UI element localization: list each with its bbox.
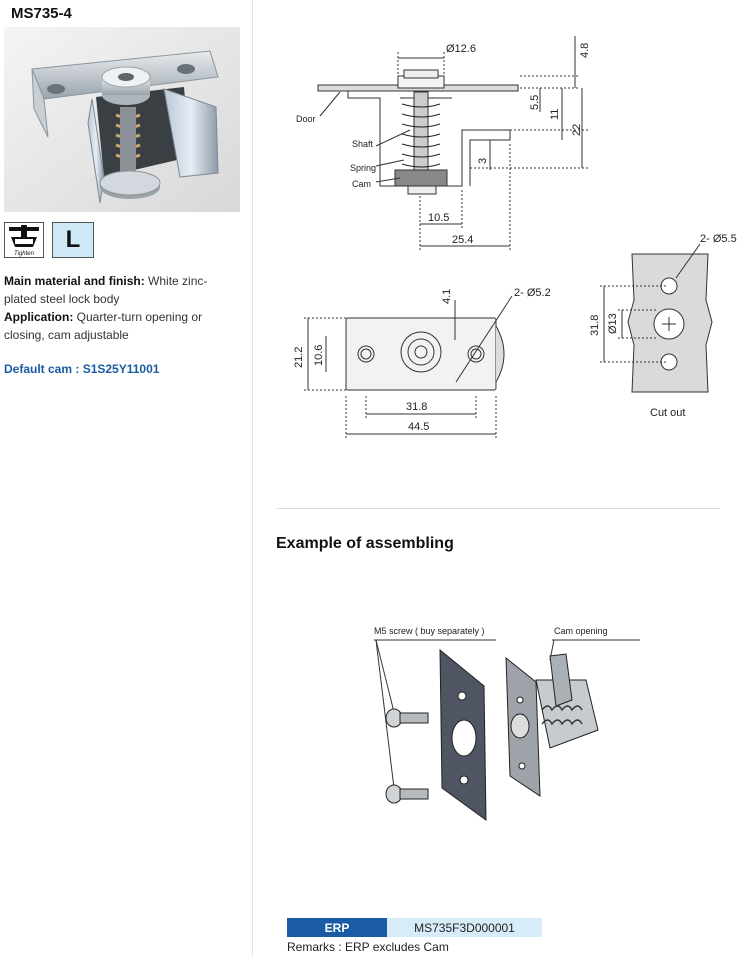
assembly-title: Example of assembling [276, 535, 454, 552]
dim-10-5: 10.5 [428, 212, 449, 224]
erp-label: ERP [287, 918, 387, 937]
dim-25-4: 25.4 [452, 234, 473, 246]
product-panel: MS735-4 [0, 0, 252, 957]
material-value: White zinc-plated steel lock body [4, 274, 208, 306]
dim-11: 11 [549, 109, 561, 120]
material-label: Main material and finish: [4, 274, 145, 288]
cutout-holes: 2- Ø5.5 [700, 233, 737, 245]
front-holes: 2- Ø5.2 [514, 287, 551, 299]
column-divider [252, 0, 253, 957]
label-spring: Spring [350, 163, 376, 173]
cutout-dim-13: Ø13 [607, 313, 619, 334]
erp-code[interactable]: MS735F3D000001 [387, 918, 542, 937]
dim-4-1: 4.1 [441, 289, 453, 304]
cutout-dim-31-8: 31.8 [589, 315, 601, 336]
model-title: MS735-4 [11, 5, 72, 22]
erp-remarks: Remarks : ERP excludes Cam [287, 940, 449, 954]
dimension-drawing: Ø12.6 4.8 5.5 11 22 3 10.5 25.4 Door Sha… [293, 36, 737, 440]
assembly-svg: M5 screw ( buy separately ) Cam opening [374, 626, 640, 821]
tighten-icon: Tighten [4, 222, 44, 258]
cam-block [394, 169, 448, 187]
erp-table: ERP MS735F3D000001 [287, 918, 542, 937]
dim-3: 3 [477, 158, 489, 164]
label-door: Door [296, 114, 316, 124]
dim-44-5: 44.5 [408, 421, 429, 433]
dim-21-2: 21.2 [293, 347, 305, 368]
m5-screw-bottom [385, 784, 429, 804]
label-cam: Cam [352, 179, 371, 189]
cutout-caption: Cut out [650, 407, 685, 419]
material-line: Main material and finish: White zinc-pla… [4, 272, 234, 308]
application-line: Application: Quarter-turn opening or clo… [4, 308, 234, 344]
dim-22: 22 [571, 124, 583, 136]
dim-5-5: 5.5 [529, 95, 541, 110]
product-photo [4, 27, 240, 212]
tighten-icon-label: Tighten [14, 251, 35, 257]
technical-drawing: Ø12.6 4.8 5.5 11 22 3 10.5 25.4 Door Sha… [256, 0, 745, 500]
dim-head-diameter: Ø12.6 [446, 43, 476, 55]
product-description: Main material and finish: White zinc-pla… [4, 272, 234, 344]
dim-10-6: 10.6 [313, 345, 325, 366]
label-cam-opening: Cam opening [554, 626, 608, 636]
dim-4-8: 4.8 [579, 43, 591, 58]
front-body [345, 317, 497, 391]
label-shaft: Shaft [352, 139, 374, 149]
application-value: Quarter-turn opening or closing, cam adj… [4, 310, 203, 342]
default-cam-value[interactable]: S1S25Y11001 [82, 362, 160, 376]
spring-coil [401, 103, 441, 168]
latch-photo-illustration [4, 27, 240, 212]
label-m5-screw: M5 screw ( buy separately ) [374, 626, 485, 636]
section-separator [276, 508, 720, 509]
dim-31-8: 31.8 [406, 401, 427, 413]
l-badge-icon: L [52, 222, 94, 258]
default-cam-label: Default cam : [4, 362, 80, 376]
application-label: Application: [4, 310, 74, 324]
default-cam: Default cam : S1S25Y11001 [4, 362, 159, 376]
m5-screw-top [385, 708, 429, 728]
assembly-illustration: M5 screw ( buy separately ) Cam opening [360, 620, 660, 840]
